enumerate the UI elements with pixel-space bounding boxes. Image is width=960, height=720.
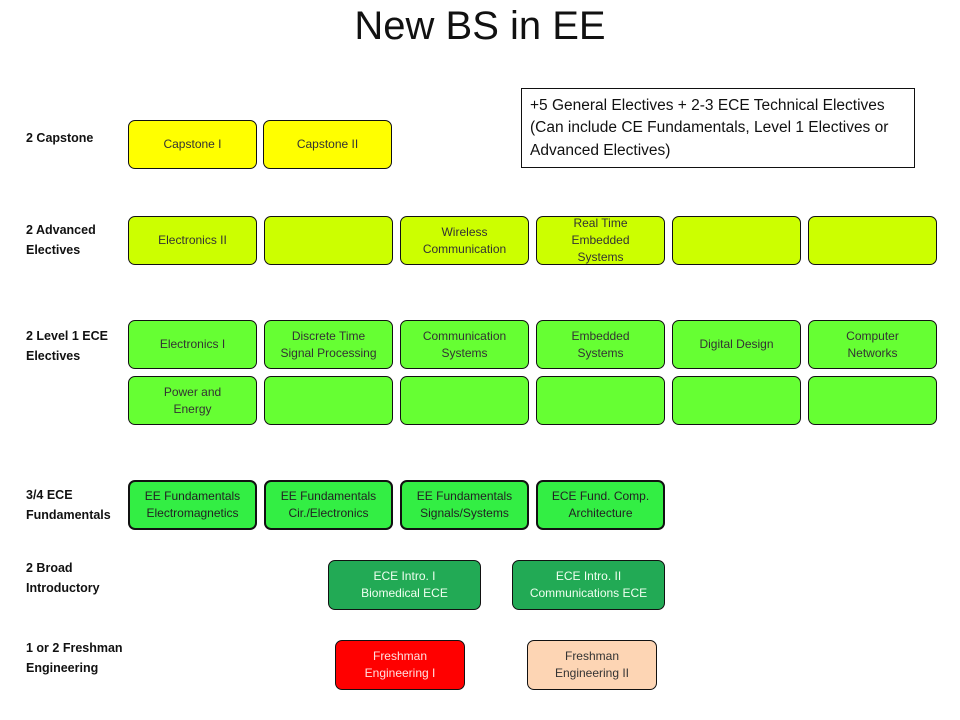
course-level1-3: Communication Systems — [400, 320, 529, 369]
course-advanced-5 — [672, 216, 801, 265]
course-advanced-4: Real Time Embedded Systems — [536, 216, 665, 265]
course-level1-11 — [672, 376, 801, 425]
course-capstone-1: Capstone I — [128, 120, 257, 169]
course-fundamentals-2: EE Fundamentals Cir./Electronics — [264, 480, 393, 530]
course-fundamentals-1: EE Fundamentals Electromagnetics — [128, 480, 257, 530]
row-label-advanced: 2 Advanced Electives — [26, 223, 96, 257]
course-level1-2: Discrete Time Signal Processing — [264, 320, 393, 369]
course-level1-8 — [264, 376, 393, 425]
course-level1-10 — [536, 376, 665, 425]
course-advanced-2 — [264, 216, 393, 265]
course-advanced-3: Wireless Communication — [400, 216, 529, 265]
course-advanced-6 — [808, 216, 937, 265]
course-freshman-1: Freshman Engineering I — [335, 640, 465, 690]
course-level1-5: Digital Design — [672, 320, 801, 369]
row-label-broad: 2 Broad Introductory — [26, 561, 100, 595]
row-label-capstone: 2 Capstone — [26, 131, 94, 145]
course-level1-1: Electronics I — [128, 320, 257, 369]
course-level1-4: Embedded Systems — [536, 320, 665, 369]
course-level1-9 — [400, 376, 529, 425]
page-title: New BS in EE — [354, 4, 606, 48]
electives-note: +5 General Electives + 2-3 ECE Technical… — [521, 88, 915, 168]
course-fundamentals-4: ECE Fund. Comp. Architecture — [536, 480, 665, 530]
course-intro-1: ECE Intro. I Biomedical ECE — [328, 560, 481, 610]
course-intro-2: ECE Intro. II Communications ECE — [512, 560, 665, 610]
course-freshman-2: Freshman Engineering II — [527, 640, 657, 690]
course-capstone-2: Capstone II — [263, 120, 392, 169]
course-fundamentals-3: EE Fundamentals Signals/Systems — [400, 480, 529, 530]
course-advanced-1: Electronics II — [128, 216, 257, 265]
course-level1-7: Power and Energy — [128, 376, 257, 425]
row-label-fundamentals: 3/4 ECE Fundamentals — [26, 488, 111, 522]
course-level1-12 — [808, 376, 937, 425]
row-label-freshman: 1 or 2 Freshman Engineering — [26, 641, 123, 675]
row-label-level1: 2 Level 1 ECE Electives — [26, 329, 108, 363]
course-level1-6: Computer Networks — [808, 320, 937, 369]
